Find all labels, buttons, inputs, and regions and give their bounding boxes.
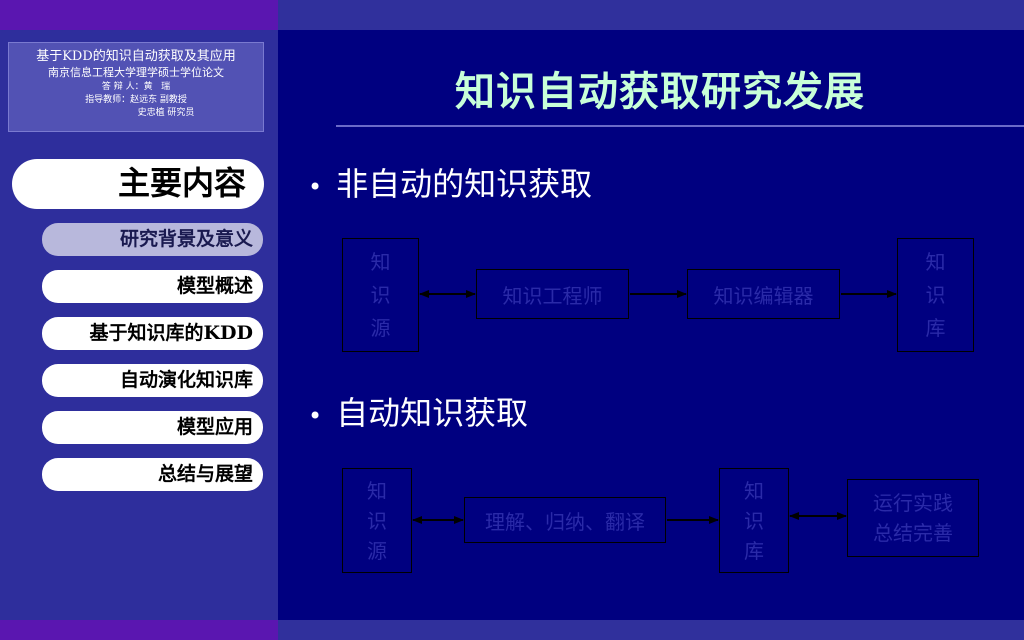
s1-kb-char: 库 <box>925 315 946 340</box>
s1-engineer-box: 知识工程师 <box>476 269 629 319</box>
s2-knowledge-base-box: 知 识 库 <box>719 468 789 573</box>
s2-process-label: 理解、归纳、翻译 <box>485 509 645 534</box>
s2-practice-box: 运行实践 总结完善 <box>847 479 979 557</box>
nav-item-model-application[interactable]: 模型应用 <box>42 411 263 444</box>
s2-process-box: 理解、归纳、翻译 <box>464 497 666 543</box>
nav-item-model-overview[interactable]: 模型概述 <box>42 270 263 303</box>
s1-source-char: 源 <box>370 315 391 340</box>
main-top-band <box>278 0 1024 30</box>
s1-source-char: 知 <box>370 249 391 274</box>
bullet-icon: • <box>308 172 323 201</box>
s1-knowledge-source-box: 知 识 源 <box>342 238 419 352</box>
sidebar-bottom-band <box>0 620 278 640</box>
title-divider <box>336 125 1024 127</box>
slide-title: 知识自动获取研究发展 <box>455 68 865 115</box>
nav-item-research-background[interactable]: 研究背景及意义 <box>42 223 263 256</box>
toc-heading: 主要内容 <box>12 159 264 209</box>
s2-source-char: 识 <box>367 508 387 533</box>
s2-kb-char: 识 <box>744 508 764 533</box>
main-bottom-band <box>278 620 1024 640</box>
section1-heading: 非自动的知识获取 <box>336 165 593 203</box>
thesis-title: 基于KDD的知识自动获取及其应用 <box>36 49 236 64</box>
thesis-school: 南京信息工程大学理学硕士学位论文 <box>48 66 224 79</box>
nav-item-summary[interactable]: 总结与展望 <box>42 458 263 491</box>
bullet-icon: • <box>308 401 323 430</box>
thesis-defender: 答 辩 人：黄 瑞 <box>101 82 171 92</box>
s1-kb-char: 识 <box>925 282 946 307</box>
nav-item-auto-evolving-kb[interactable]: 自动演化知识库 <box>42 364 263 397</box>
s1-editor-box: 知识编辑器 <box>687 269 840 319</box>
sidebar-top-band <box>0 0 278 30</box>
s1-engineer-label: 知识工程师 <box>502 283 603 308</box>
s2-kb-char: 知 <box>744 478 764 503</box>
thesis-info-box: 基于KDD的知识自动获取及其应用 南京信息工程大学理学硕士学位论文 答 辩 人：… <box>8 42 264 132</box>
s2-source-char: 知 <box>367 478 387 503</box>
section2-heading: 自动知识获取 <box>336 394 529 432</box>
thesis-advisor-1: 指导教师：赵远东 副教授 <box>85 95 187 105</box>
s2-knowledge-source-box: 知 识 源 <box>342 468 412 573</box>
s2-practice-line-1: 运行实践 <box>873 491 953 515</box>
s2-source-char: 源 <box>367 538 387 563</box>
bullet-manual-acquisition: • 非自动的知识获取 <box>308 162 592 209</box>
s1-editor-label: 知识编辑器 <box>713 283 814 308</box>
s1-kb-char: 知 <box>925 249 946 274</box>
s1-knowledge-base-box: 知 识 库 <box>897 238 974 352</box>
thesis-advisor-2: 史忠植 研究员 <box>137 108 195 118</box>
s2-kb-char: 库 <box>744 538 764 563</box>
s1-source-char: 识 <box>370 282 391 307</box>
bullet-auto-acquisition: • 自动知识获取 <box>308 391 528 438</box>
s2-practice-line-2: 总结完善 <box>873 521 953 545</box>
nav-item-kb-kdd[interactable]: 基于知识库的KDD <box>42 317 263 350</box>
